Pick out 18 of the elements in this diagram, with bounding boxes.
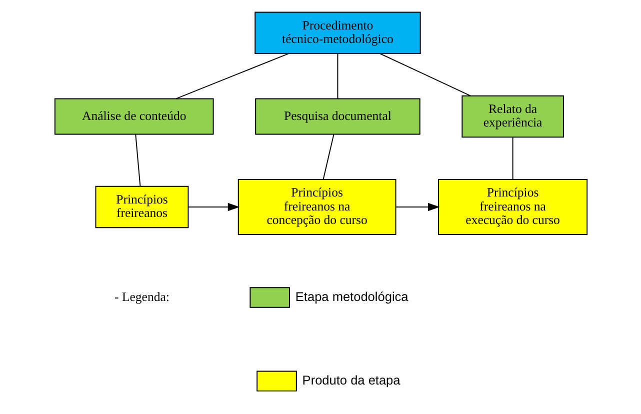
label: - Legenda: [114,290,169,304]
node-box: Relato da experiência [461,95,564,138]
node-box: Princípios freireanos [94,186,188,228]
connector [336,53,338,100]
legend-label: Etapa metodológica [294,288,408,304]
connector [322,134,334,180]
node-box: Pesquisa documental [254,98,420,135]
legend-label: Produto da etapa [302,372,400,388]
node-box: Princípios freireanos na execução do curso [438,178,588,236]
node-box: Análise de conteúdo [54,98,214,135]
connector [379,53,470,96]
node-box: Procedimento técnico-metodológico [254,12,420,54]
arrow [394,202,440,212]
node-box: Princípios freireanos na concepção do curso [237,178,396,236]
connector [512,137,513,180]
connector [175,53,288,100]
arrow [188,202,240,212]
connector [134,134,140,187]
